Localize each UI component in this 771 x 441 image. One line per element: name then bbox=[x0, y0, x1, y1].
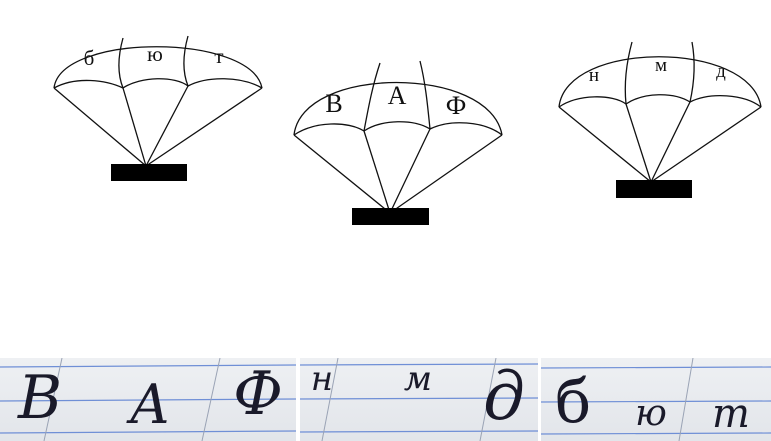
parachute-2-letter-2: А bbox=[388, 83, 407, 109]
strip-3-letter-2: ю bbox=[635, 396, 667, 432]
strip-3-letter-1: б bbox=[555, 372, 591, 432]
parachute-1-letter-1: б bbox=[84, 48, 95, 69]
handwriting-strip-2: н м д bbox=[300, 358, 538, 441]
parachute-1-letter-3: т bbox=[214, 46, 223, 67]
parachute-3: н м д bbox=[556, 32, 771, 202]
parachute-1-box bbox=[111, 164, 187, 181]
parachute-2-letter-1: В bbox=[325, 91, 342, 117]
strip-2-letter-2: м bbox=[404, 362, 432, 396]
strip-2-letter-3: д bbox=[483, 364, 525, 430]
parachute-2-letter-3: Ф bbox=[446, 93, 467, 119]
parachute-3-letter-3: д bbox=[716, 62, 726, 81]
parachute-3-box bbox=[616, 180, 692, 198]
strip-1-letter-1: В bbox=[18, 368, 62, 428]
parachute-3-letter-1: н bbox=[589, 66, 599, 85]
strip-2-letter-1: н bbox=[311, 362, 333, 396]
handwriting-strip-1: В А Ф bbox=[0, 358, 296, 441]
handwriting-strip-3: б ю т bbox=[541, 358, 771, 441]
parachute-2-box bbox=[352, 208, 429, 225]
parachute-2: В А Ф bbox=[290, 55, 510, 230]
strip-1-letter-2: А bbox=[130, 378, 171, 432]
parachute-1-letter-2: ю bbox=[147, 44, 163, 65]
strip-1-letter-3: Ф bbox=[233, 364, 283, 424]
parachute-3-letter-2: м bbox=[655, 56, 667, 75]
parachute-1: б ю т bbox=[51, 28, 271, 188]
strip-3-letter-3: т bbox=[712, 394, 750, 434]
